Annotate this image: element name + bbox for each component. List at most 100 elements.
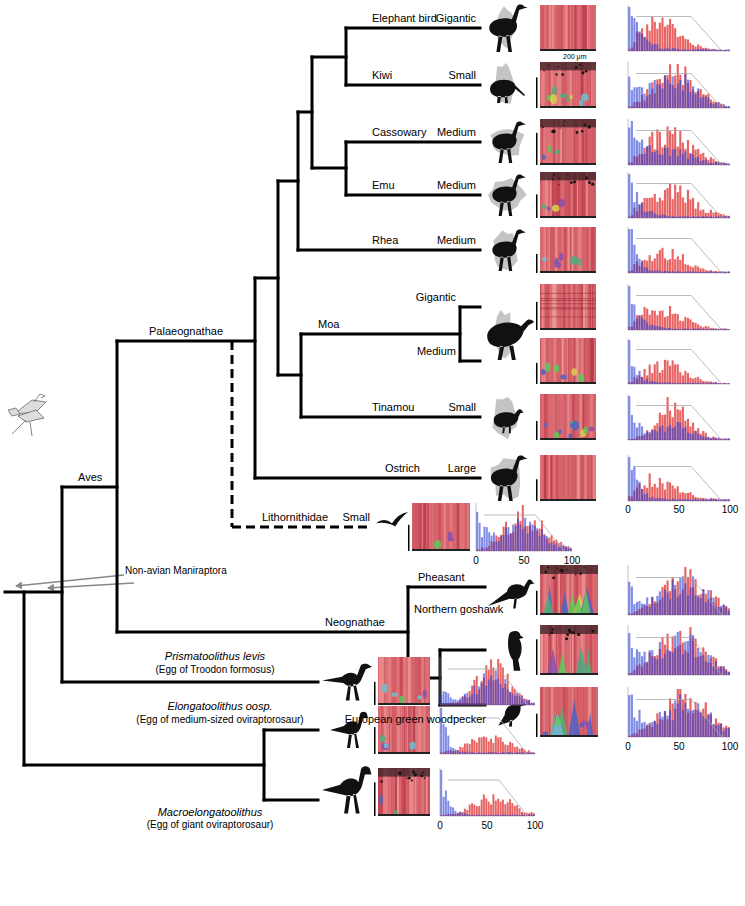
histogram-bar xyxy=(682,407,684,440)
histogram-bar xyxy=(654,721,656,737)
histogram-bar xyxy=(656,150,658,165)
histogram-bar xyxy=(689,217,691,218)
crystal-streak xyxy=(586,455,587,501)
histogram-bar xyxy=(522,529,524,551)
histogram-axis xyxy=(628,218,730,219)
histogram-bar xyxy=(669,184,671,219)
histogram-bar xyxy=(664,190,666,218)
tree-branch xyxy=(298,111,312,114)
histogram-bar xyxy=(633,18,635,51)
histogram-bar xyxy=(651,497,653,501)
histogram-bar xyxy=(689,711,691,737)
crystal-streak xyxy=(588,5,590,51)
histogram-bar xyxy=(672,578,674,615)
crystal-streak xyxy=(572,455,576,501)
micrograph-ground xyxy=(540,284,596,330)
histogram-bar xyxy=(646,146,648,165)
histogram-bar xyxy=(649,326,651,331)
histogram-bar xyxy=(692,434,694,440)
histogram-bar xyxy=(707,94,709,108)
histogram-bar xyxy=(646,323,648,330)
histogram-bar xyxy=(723,163,725,165)
histogram-bar xyxy=(497,659,499,705)
histogram-bar xyxy=(649,473,651,501)
histogram-bar xyxy=(656,215,658,218)
crystal-streak xyxy=(568,5,570,51)
histogram-bar xyxy=(633,202,635,218)
histogram-bar xyxy=(471,694,473,705)
histogram-bar xyxy=(641,315,643,330)
histogram-axis xyxy=(628,737,730,738)
histogram-bar xyxy=(664,317,666,330)
histogram-bar xyxy=(715,103,717,108)
histogram-bar xyxy=(492,681,494,706)
histogram-bar xyxy=(687,265,689,273)
histogram-bar xyxy=(677,156,679,165)
histogram-bar xyxy=(684,493,686,501)
crystal-streak xyxy=(586,338,587,384)
histogram-bar xyxy=(707,382,709,385)
histogram-bar xyxy=(687,373,689,384)
histogram-bar xyxy=(646,40,648,52)
histogram-bar xyxy=(669,710,671,737)
histogram-bar xyxy=(641,723,643,737)
crystal-streak xyxy=(457,503,460,551)
histogram-bar xyxy=(684,328,686,330)
histogram-bar xyxy=(712,328,714,330)
crystal-streak xyxy=(461,503,463,551)
histogram-bar xyxy=(669,383,671,384)
histogram-bar xyxy=(684,371,686,384)
histogram-bar xyxy=(551,535,553,551)
histogram-bar xyxy=(684,694,686,737)
histogram-bar xyxy=(500,536,502,551)
histogram-bar xyxy=(644,267,646,273)
histogram-bar xyxy=(669,19,671,51)
histogram-bar xyxy=(695,431,697,440)
crystal-streak xyxy=(567,687,568,737)
crystal-streak xyxy=(388,657,391,705)
histogram-bar xyxy=(674,329,676,330)
histogram-bar xyxy=(715,50,717,51)
histogram-bar xyxy=(679,383,681,385)
histogram-bar xyxy=(649,604,651,615)
crystal-grain xyxy=(579,100,584,107)
histogram-bar xyxy=(656,431,658,440)
histogram-bar xyxy=(687,596,689,616)
shell-base xyxy=(540,163,596,165)
histogram-bar xyxy=(689,329,691,331)
pore-dot xyxy=(559,569,561,571)
histogram-bar xyxy=(679,493,681,501)
micrograph-ground xyxy=(540,62,596,108)
histogram-bar xyxy=(712,382,714,384)
histogram-bar xyxy=(654,658,656,675)
crystal-cone xyxy=(580,588,595,615)
histogram-outline xyxy=(636,350,722,385)
crystal-streak xyxy=(551,455,553,501)
tree-branch xyxy=(61,487,64,682)
histogram-bar xyxy=(516,693,518,705)
histogram-bar xyxy=(476,676,478,705)
histogram-bar xyxy=(710,50,712,51)
tree-branch xyxy=(24,764,264,767)
histogram-bar xyxy=(646,493,648,501)
histogram-bar xyxy=(695,702,697,737)
crystal-streak xyxy=(593,455,595,501)
histogram-bar xyxy=(515,523,517,551)
histogram-bar xyxy=(479,523,481,551)
histogram-bar xyxy=(705,437,707,440)
histogram-bar xyxy=(633,305,635,331)
histogram-bar xyxy=(664,147,666,165)
crystal-grain xyxy=(542,155,546,160)
histogram-bar xyxy=(656,254,658,273)
histogram-bar xyxy=(649,315,651,330)
pore-dot xyxy=(573,181,576,184)
histogram-bar xyxy=(697,377,699,384)
histogram-bar xyxy=(718,725,720,737)
histogram-bar xyxy=(728,49,730,51)
histogram-bar xyxy=(654,152,656,165)
histogram-bar xyxy=(684,66,686,108)
histogram-bar xyxy=(664,432,666,440)
tree-branch xyxy=(254,278,257,478)
fossil-branch-line xyxy=(231,341,234,527)
histogram-bar xyxy=(705,270,707,273)
